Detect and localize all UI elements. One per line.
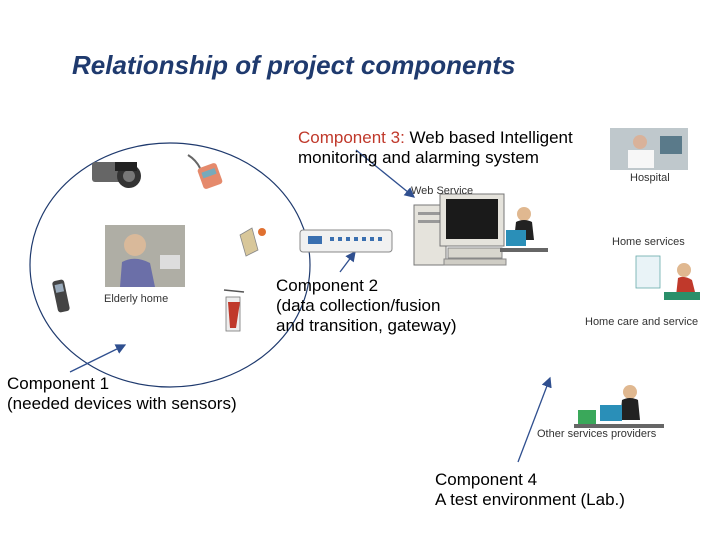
arrow-component3 xyxy=(355,149,416,198)
component2-label: Component 2 (data collection/fusion and … xyxy=(276,276,457,336)
cup-icon xyxy=(239,227,266,257)
component3-prefix: Component 3: xyxy=(298,128,405,147)
operator-icon xyxy=(500,207,548,252)
bp-monitor-icon xyxy=(92,162,141,188)
other-providers-icon xyxy=(574,385,664,428)
page-title: Relationship of project components xyxy=(72,50,516,80)
web-service-label: Web Service xyxy=(411,185,474,197)
component1-label: Component 1 (needed devices with sensors… xyxy=(7,374,237,414)
home-services-icon xyxy=(635,255,700,300)
elderly-home-label: Elderly home xyxy=(104,293,169,305)
arrow-component1 xyxy=(69,344,127,373)
home-care-label: Home care and service xyxy=(585,316,699,328)
component2-line3: and transition, gateway) xyxy=(276,316,457,335)
component4-line2: A test environment (Lab.) xyxy=(435,490,625,509)
component1-line2: (needed devices with sensors) xyxy=(7,394,237,413)
web-service-computer-icon xyxy=(413,193,507,266)
mobile-phone-icon xyxy=(52,279,70,313)
hospital-label: Hospital xyxy=(630,172,670,184)
hospital-photo xyxy=(610,128,688,170)
component2-line2: (data collection/fusion xyxy=(276,296,441,315)
medication-device-icon xyxy=(223,289,245,332)
elderly-person-photo xyxy=(105,225,185,287)
component4-line1: Component 4 xyxy=(435,470,538,489)
component3-rest: Web based Intelligent xyxy=(404,128,573,147)
arrow-component4 xyxy=(517,376,552,463)
home-services-label: Home services xyxy=(612,236,685,248)
other-providers-label: Other services providers xyxy=(537,428,657,440)
component4-label: Component 4 A test environment (Lab.) xyxy=(435,470,625,510)
arrow-component2 xyxy=(339,250,356,273)
device-ring xyxy=(29,142,311,388)
component2-line1: Component 2 xyxy=(276,276,379,295)
component3-line2: monitoring and alarming system xyxy=(298,148,539,167)
component1-line1: Component 1 xyxy=(7,374,110,393)
gateway-device-icon xyxy=(299,229,393,253)
component3-label: Component 3: Web based Intelligent monit… xyxy=(298,128,573,168)
pill-device-icon xyxy=(187,154,223,189)
